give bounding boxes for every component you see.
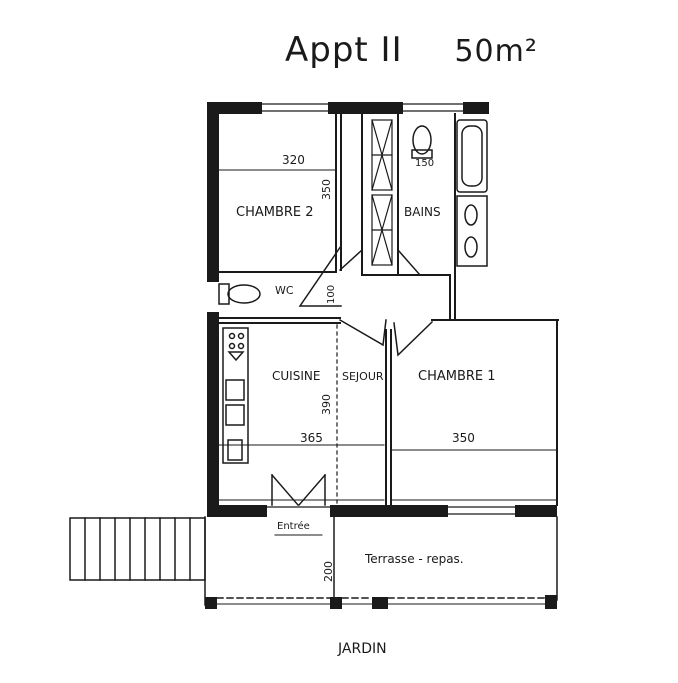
toilet-icon [411, 125, 433, 159]
dimension-bath: 150 [415, 158, 434, 169]
room-label-jardin: JARDIN [337, 641, 387, 657]
room-label-sejour: SEJOUR [342, 370, 384, 383]
dimension-chambre2-depth: 350 [320, 179, 333, 200]
dimension-cuisine-depth: 390 [320, 394, 333, 415]
exterior-walls [205, 102, 557, 609]
wc-toilet-icon [218, 283, 261, 305]
dimension-chambre2-width: 320 [282, 153, 305, 167]
room-label-chambre1: CHAMBRE 1 [418, 369, 496, 384]
dimension-cuisine-width: 365 [300, 431, 323, 445]
room-label-entree: Entrée [277, 520, 310, 532]
stairs-icon [69, 517, 206, 581]
room-label-chambre2: CHAMBRE 2 [236, 205, 314, 220]
bathtub-icon [456, 119, 488, 193]
area-label: 50m² [454, 34, 538, 69]
room-label-bains: BAINS [404, 205, 441, 219]
windows [261, 103, 516, 515]
doors [270, 244, 434, 507]
apartment-label: Appt II [285, 30, 403, 70]
plan-title: Appt II 50m² [285, 30, 538, 70]
interior-walls [218, 113, 559, 506]
room-label-cuisine: CUISINE [272, 369, 320, 383]
dimension-wc: 100 [326, 285, 337, 304]
kitchen-counter-icon [222, 327, 249, 464]
room-label-wc: WC [275, 284, 294, 297]
terrace-outline [204, 516, 558, 606]
dimension-terrasse-depth: 200 [322, 561, 335, 582]
closet-hatch [371, 119, 393, 266]
room-label-terrasse: Terrasse - repas. [364, 552, 464, 566]
sink-icon [456, 195, 488, 267]
dimension-chambre1-width: 350 [452, 431, 475, 445]
